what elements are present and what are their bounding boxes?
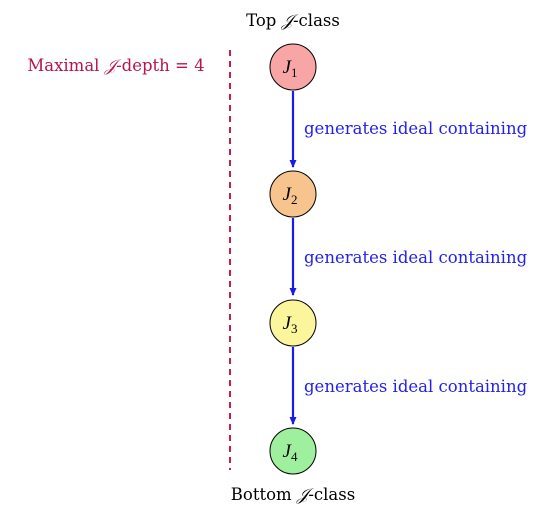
node-j1-sub: 1 (291, 65, 298, 80)
node-j4-label: J4 (283, 441, 298, 464)
node-j1: J1 (269, 43, 317, 91)
depth-label-prefix: Maximal (27, 56, 104, 75)
bottom-caption-prefix: Bottom (231, 485, 297, 504)
bottom-caption-suffix: -class (308, 485, 355, 504)
edge-label-2: generates ideal containing (304, 248, 528, 267)
edge-label-1: generates ideal containing (304, 119, 528, 138)
node-j4: J4 (269, 427, 317, 475)
node-j2-sub: 2 (291, 192, 298, 207)
node-j4-letter: J (283, 441, 293, 462)
node-j4-circle (269, 427, 317, 475)
top-caption-suffix: -class (293, 11, 340, 30)
node-j3: J3 (269, 299, 317, 347)
node-j3-circle (269, 299, 317, 347)
depth-label: Maximal 𝒥-depth = 4 (27, 56, 204, 75)
node-j4-sub: 4 (291, 449, 298, 464)
node-j2: J2 (269, 170, 317, 218)
node-j3-letter: J (283, 313, 293, 334)
node-j1-letter: J (283, 57, 293, 78)
node-j3-label: J3 (283, 313, 298, 336)
edge-label-3: generates ideal containing (304, 377, 528, 396)
node-j1-label: J1 (283, 57, 298, 80)
top-caption: Top 𝒥-class (246, 11, 340, 30)
node-j1-circle (269, 43, 317, 91)
node-j3-sub: 3 (291, 321, 298, 336)
node-j2-circle (269, 170, 317, 218)
edge-labels: generates ideal containing generates ide… (304, 119, 528, 396)
depth-label-suffix: -depth = 4 (116, 56, 205, 75)
top-caption-prefix: Top (246, 11, 281, 30)
node-j2-letter: J (283, 184, 293, 205)
bottom-caption: Bottom 𝒥-class (231, 485, 355, 504)
node-j2-label: J2 (283, 184, 298, 207)
